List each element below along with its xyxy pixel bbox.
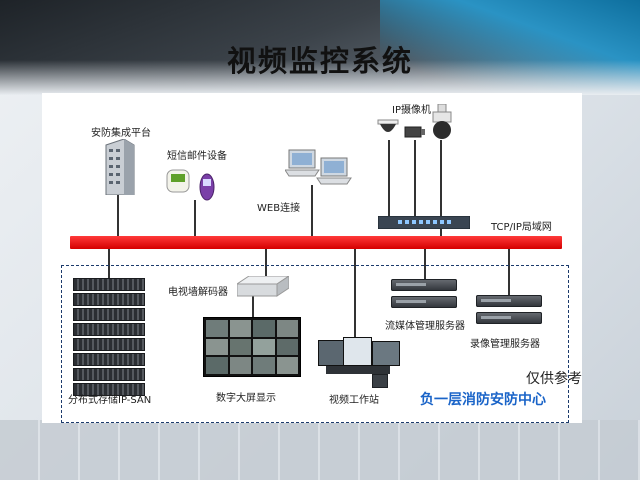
monitor-center-icon	[343, 337, 372, 366]
mobile-phone-icon	[199, 173, 215, 201]
decoder-label: 电视墙解码器	[168, 287, 228, 298]
dome-camera-icon	[377, 119, 399, 132]
connector-decoder	[265, 249, 267, 277]
bigscreen-label: 数字大屏显示	[216, 393, 276, 404]
header-background	[0, 0, 640, 95]
box-camera-icon	[404, 126, 425, 138]
recording-server-1-icon	[476, 295, 542, 307]
ptz-camera-icon	[432, 104, 452, 139]
page-title: 视频监控系统	[226, 44, 413, 78]
connector-web	[311, 185, 313, 237]
recording-server-2-icon	[476, 312, 542, 324]
tcpip-label: TCP/IP局域网	[491, 222, 552, 233]
control-center-zone	[61, 265, 569, 423]
monitor-right-icon	[372, 341, 400, 366]
laptop-icon	[285, 149, 352, 185]
keyboard-icon	[372, 374, 388, 388]
connector-sms	[194, 200, 196, 237]
footer-background	[0, 420, 640, 480]
sms-email-label: 短信邮件设备	[167, 151, 227, 162]
connector-streaming	[424, 249, 426, 279]
security-platform-label: 安防集成平台	[91, 128, 151, 139]
connector-switch	[440, 228, 442, 237]
monitor-left-icon	[318, 340, 346, 366]
pager-icon	[166, 169, 190, 193]
decoder-box-icon	[237, 276, 289, 297]
workstation-label: 视频工作站	[329, 395, 379, 406]
workstation-desk-icon	[326, 366, 390, 374]
streaming-label: 流媒体管理服务器	[385, 321, 465, 332]
storage-rack-icon	[73, 278, 145, 398]
web-label: WEB连接	[257, 203, 301, 214]
streaming-server-2-icon	[391, 296, 457, 308]
streaming-server-1-icon	[391, 279, 457, 291]
network-bar	[70, 236, 562, 249]
connector-camera-2	[414, 140, 416, 218]
connector-camera-1	[388, 140, 390, 218]
storage-label: 分布式存储IP-SAN	[68, 395, 152, 406]
network-switch-icon	[378, 216, 470, 229]
ip-camera-label: IP摄像机	[392, 105, 431, 116]
video-wall-icon	[203, 317, 301, 377]
connector-recording	[508, 249, 510, 295]
control-center-label: 负一层消防安防中心	[420, 392, 546, 408]
connector-bigscreen	[252, 296, 254, 318]
connector-workstation	[354, 249, 356, 341]
building-icon	[105, 139, 135, 195]
connector-camera-3	[440, 140, 442, 218]
reference-note: 仅供参考	[526, 371, 582, 387]
connector-platform	[117, 195, 119, 237]
recording-label: 录像管理服务器	[470, 339, 540, 350]
